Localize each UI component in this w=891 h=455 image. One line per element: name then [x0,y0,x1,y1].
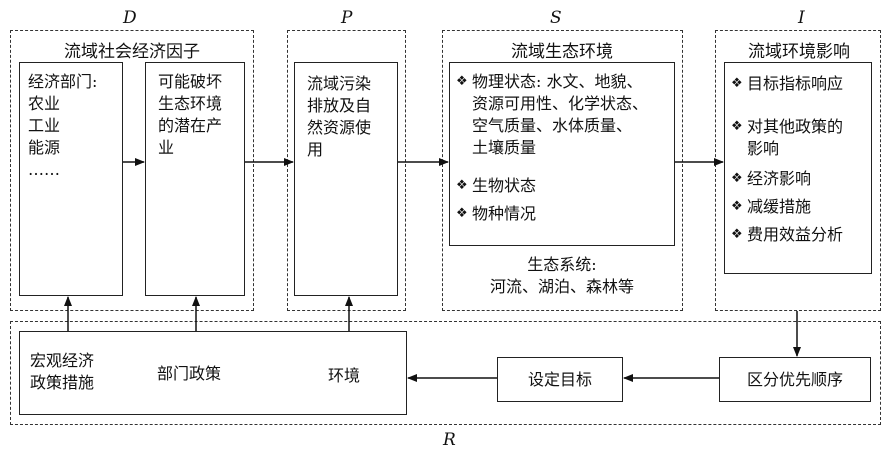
box-line: 排放及自 [307,96,372,115]
footer-line: 生态系统: [527,255,597,274]
label-d: D [123,8,137,28]
box-line: …… [28,160,60,179]
box-line: 业 [158,138,175,157]
box-line: 流域污染 [307,74,372,93]
macro-policy-label: 宏观经济 政策措施 [30,350,94,394]
list-item: ❖ 经济影响 [731,168,871,190]
box-line: 工业 [28,116,61,135]
diamond-bullet-icon: ❖ [731,76,743,91]
sector-policy-label: 部门政策 [157,364,222,383]
list-item: ❖ 目标指标响应 [731,73,871,95]
box-line: 的潜在产 [158,116,223,135]
item-line: 土壤质量 [472,138,537,157]
economic-sectors-box: 经济部门: 农业 工业 能源 …… [19,62,123,296]
list-item: ❖ 生物状态 [456,175,674,197]
footer-line: 河流、湖泊、森林等 [489,277,634,296]
r-section-container [10,321,881,425]
d-section-title: 流域社会经济因子 [64,42,200,62]
list-item: ❖ 费用效益分析 [731,224,871,246]
diamond-bullet-icon: ❖ [731,171,743,186]
environmental-impact-box: ❖ 目标指标响应 ❖ 对其他政策的 影响 ❖ 经济影响 ❖ 减缓措施 ❖ 费用效… [724,62,872,274]
diamond-bullet-icon: ❖ [456,178,468,193]
item-line: 费用效益分析 [747,225,844,244]
item-line: 影响 [747,139,780,158]
label-r: R [443,430,456,450]
box-line: 然资源使 [307,118,372,137]
diamond-bullet-icon: ❖ [456,206,468,221]
item-line: 生物状态 [472,176,537,195]
s-section-title: 流域生态环境 [511,42,613,62]
list-item: ❖ 物种情况 [456,203,674,225]
label-s: S [550,8,562,28]
item-line: 物理状态: 水文、地貌、 [472,72,643,91]
p-section-container [287,30,406,311]
i-section-title: 流域环境影响 [748,42,850,62]
box-line: 能源 [28,138,61,157]
diamond-bullet-icon: ❖ [731,199,743,214]
item-line: 物种情况 [472,204,537,223]
box-line: 生态环境 [158,94,223,113]
set-target-label: 设定目标 [527,369,592,389]
item-line: 经济影响 [747,169,812,188]
prioritize-box: 区分优先顺序 [719,357,871,402]
list-item: ❖ 物理状态: 水文、地貌、 资源可用性、化学状态、 空气质量、水体质量、 土壤… [456,71,674,159]
item-line: 目标指标响应 [747,74,844,93]
list-item: ❖ 减缓措施 [731,196,871,218]
potential-industries-box: 可能破坏 生态环境 的潜在产 业 [145,62,245,296]
item-line: 政策措施 [30,373,95,392]
label-i: I [798,8,805,28]
item-line: 空气质量、水体质量、 [472,116,633,135]
set-target-box: 设定目标 [497,357,623,402]
item-line: 对其他政策的 [747,117,844,136]
item-line: 资源可用性、化学状态、 [472,94,649,113]
diamond-bullet-icon: ❖ [731,119,743,134]
d-section-container [10,30,254,311]
policy-measures-box: 宏观经济 政策措施 部门政策 环境 [19,331,407,415]
s-section-container [442,30,683,311]
ecosystem-footer: 生态系统: 河流、湖泊、森林等 [449,254,675,298]
list-item: ❖ 对其他政策的 影响 [731,116,871,160]
i-section-container [715,30,881,311]
box-line: 用 [307,140,324,159]
diamond-bullet-icon: ❖ [731,227,743,242]
box-line: 可能破坏 [158,72,223,91]
diamond-bullet-icon: ❖ [456,74,468,89]
prioritize-label: 区分优先顺序 [746,369,843,389]
pollution-emission-box: 流域污染 排放及自 然资源使 用 [294,62,398,296]
environment-label: 环境 [328,366,361,385]
item-line: 宏观经济 [30,351,95,370]
box-line: 农业 [28,94,61,113]
box-line: 经济部门: [28,72,98,91]
label-p: P [341,8,353,28]
item-line: 减缓措施 [747,197,812,216]
ecological-state-box: ❖ 物理状态: 水文、地貌、 资源可用性、化学状态、 空气质量、水体质量、 土壤… [449,62,675,246]
